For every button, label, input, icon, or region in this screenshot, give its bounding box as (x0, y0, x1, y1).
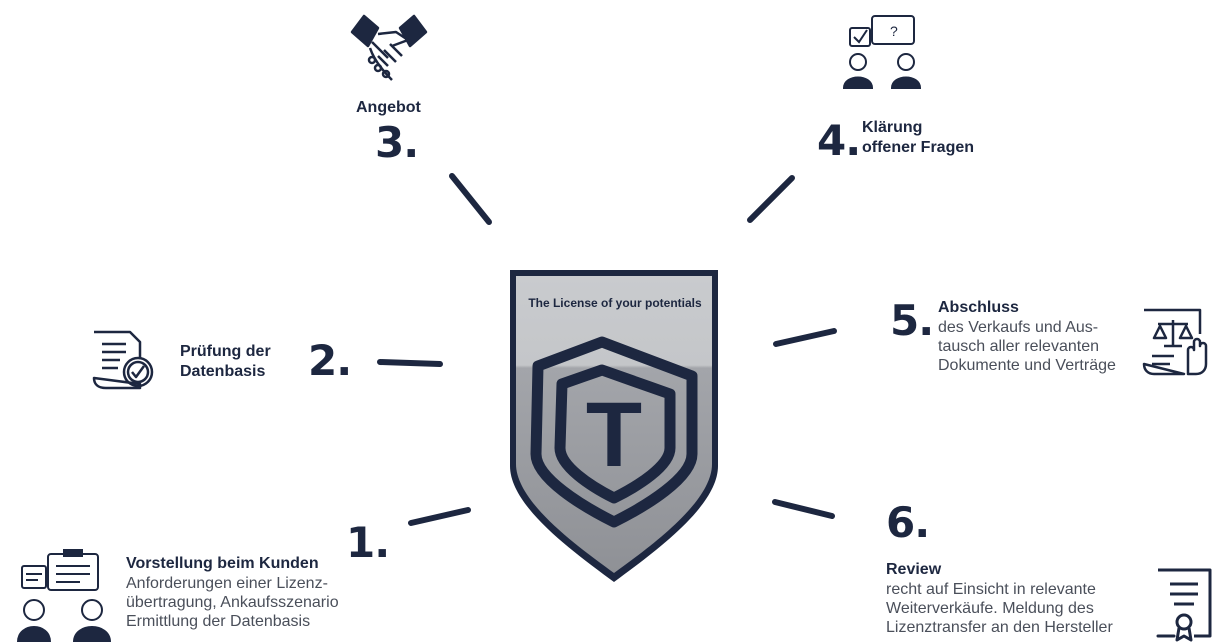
connector-step4 (747, 175, 795, 223)
emblem-inner (554, 364, 676, 504)
step3-number: 3. (375, 118, 419, 167)
question-discussion-icon: ? (838, 10, 928, 90)
step5-text: Abschluss des Verkaufs und Aus- tausch a… (938, 298, 1116, 375)
contract-law-icon (1140, 306, 1214, 378)
step4-title-line2: offener Fragen (862, 139, 975, 156)
step6-text: Review recht auf Einsicht in relevante W… (886, 560, 1113, 637)
step1-number: 1. (346, 518, 390, 567)
step3-title: Angebot (356, 99, 421, 116)
step1-title: Vorstellung beim Kunden (126, 555, 319, 572)
step1-line3: Ermittlung der Datenbasis (126, 613, 311, 630)
step6-line2: Weiterverkäufe. Meldung des (886, 600, 1094, 617)
step4-title-line1: Klärung (862, 119, 923, 136)
step2-title-line1: Prüfung der (180, 343, 271, 360)
step5-number: 5. (890, 296, 934, 345)
step4-number: 4. (817, 116, 861, 165)
shield-tagline: The License of your potentials (528, 296, 702, 310)
step6-line3: Lizenztransfer an den Hersteller (886, 619, 1113, 636)
emblem-outer (530, 336, 698, 528)
connector-step3 (449, 173, 492, 225)
certificate-icon (1154, 566, 1214, 642)
step1-text: Vorstellung beim Kunden Anforderungen ei… (126, 554, 339, 631)
shield-logo: T (510, 270, 718, 582)
step1-line1: Anforderungen einer Lizenz- (126, 575, 328, 592)
step5-line2: tausch aller relevanten (938, 338, 1099, 355)
step5-line3: Dokumente und Verträge (938, 357, 1116, 374)
meeting-icon (16, 548, 112, 642)
connector-step2 (377, 359, 443, 367)
handshake-icon (348, 10, 430, 90)
step6-title: Review (886, 561, 942, 578)
shield-letter: T (586, 384, 642, 486)
step1-line2: übertragung, Ankaufsszenario (126, 594, 339, 611)
step5-line1: des Verkaufs und Aus- (938, 319, 1099, 336)
step5-title: Abschluss (938, 299, 1019, 316)
connector-step6 (772, 499, 835, 519)
step6-line1: recht auf Einsicht in relevante (886, 581, 1096, 598)
step6-number: 6. (886, 498, 930, 547)
step2-title: Prüfung der Datenbasis (180, 342, 271, 382)
step4-title: Klärung offener Fragen (862, 118, 974, 158)
connector-step1 (408, 507, 471, 526)
svg-text:?: ? (890, 23, 898, 39)
step2-number: 2. (308, 336, 352, 385)
step2-title-line2: Datenbasis (180, 363, 266, 380)
document-check-icon (90, 328, 158, 394)
connector-step5 (773, 328, 837, 347)
